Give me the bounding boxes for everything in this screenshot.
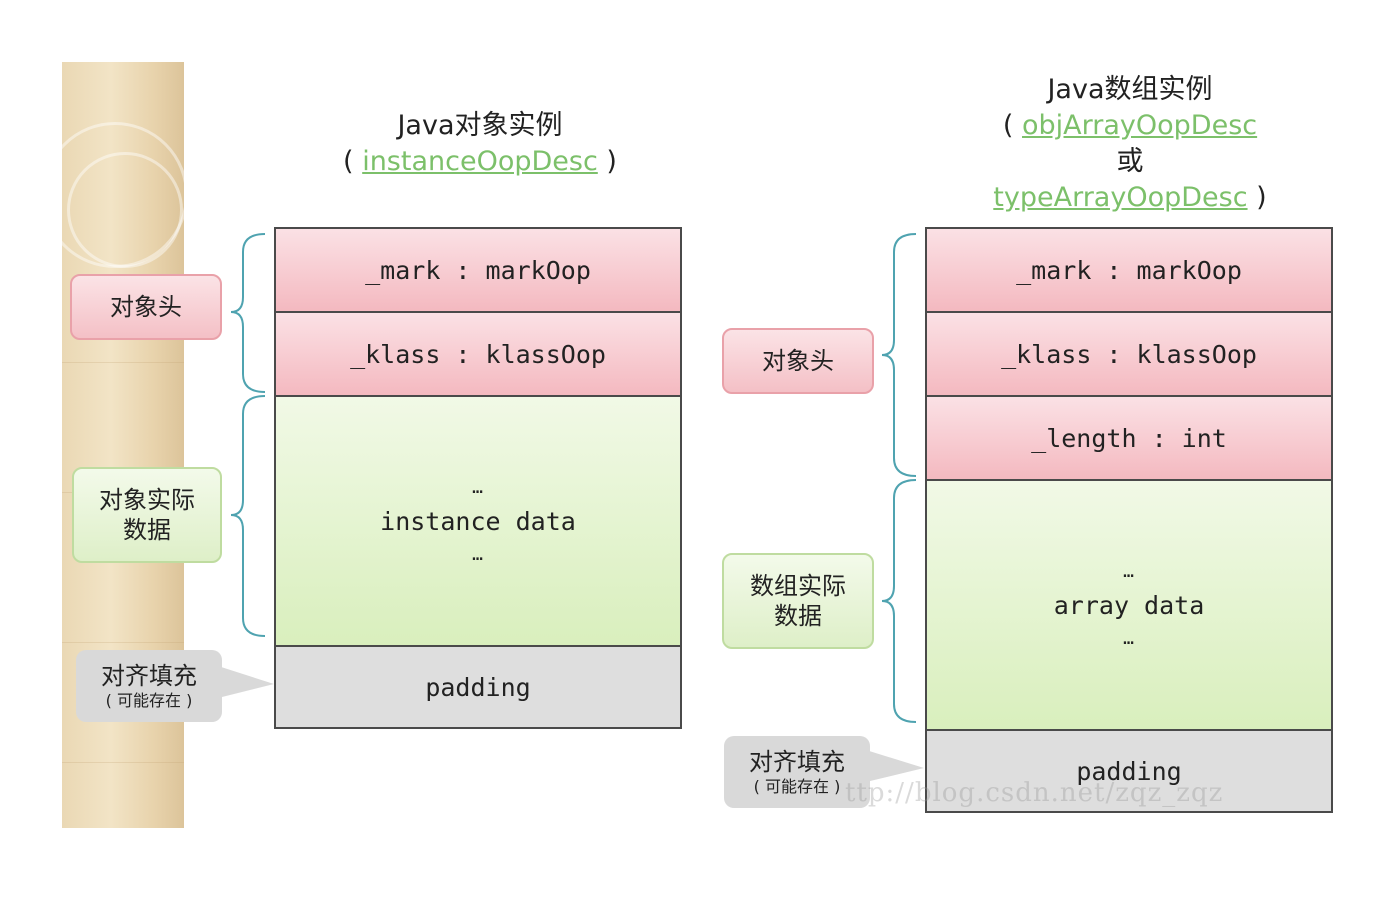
left-header-label: 对象头 <box>70 274 222 340</box>
left-klass-text: _klass : klassOop <box>350 339 606 369</box>
wood-grain <box>62 362 184 363</box>
right-mark-field: _mark : markOop <box>925 227 1333 313</box>
right-length-text: _length : int <box>1031 423 1227 453</box>
right-array-data-block: … array data … <box>925 479 1333 731</box>
wood-grain <box>62 642 184 643</box>
right-padding-text: padding <box>1076 756 1182 786</box>
right-padding-pointer <box>866 750 924 782</box>
right-length-field: _length : int <box>925 395 1333 481</box>
left-data-label-line1: 对象实际 <box>99 486 195 514</box>
paren-open: ( <box>1002 110 1014 141</box>
ellipsis-top: … <box>1123 560 1135 582</box>
instance-oop-desc-link[interactable]: instanceOopDesc <box>362 146 598 177</box>
left-header-label-text: 对象头 <box>110 293 182 321</box>
left-title: Java对象实例 ( instanceOopDesc ) <box>300 108 660 180</box>
right-header-label-text: 对象头 <box>762 347 834 375</box>
right-data-label-line1: 数组实际 <box>750 572 846 600</box>
left-padding-label-text: 对齐填充 <box>101 662 197 690</box>
right-mark-text: _mark : markOop <box>1016 255 1242 285</box>
left-padding-label-sub: ( 可能存在 ) <box>105 691 193 710</box>
ellipsis-bottom: … <box>1123 627 1135 649</box>
watermark-text: ttp://blog.csdn.net/zqz_zqz <box>845 778 1224 808</box>
left-padding-block: padding <box>274 645 682 729</box>
left-title-subline: ( instanceOopDesc ) <box>300 144 660 180</box>
left-padding-label: 对齐填充 ( 可能存在 ) <box>76 650 222 722</box>
paren-open: ( <box>343 146 354 177</box>
instance-data-text: instance data <box>380 506 576 536</box>
left-mark-text: _mark : markOop <box>365 255 591 285</box>
left-data-label-line2: 数据 <box>123 516 171 544</box>
array-data-text: array data <box>1053 590 1205 620</box>
left-padding-text: padding <box>425 672 531 702</box>
right-klass-field: _klass : klassOop <box>925 311 1333 397</box>
type-array-oop-desc-link[interactable]: typeArrayOopDesc <box>993 182 1248 213</box>
left-klass-field: _klass : klassOop <box>274 311 682 397</box>
right-padding-label: 对齐填充 ( 可能存在 ) <box>724 736 870 808</box>
right-padding-label-text: 对齐填充 <box>749 748 845 776</box>
left-title-text: Java对象实例 <box>397 110 563 141</box>
right-data-brace <box>881 479 917 723</box>
left-mark-field: _mark : markOop <box>274 227 682 313</box>
right-header-label: 对象头 <box>722 328 874 394</box>
left-instance-data-block: … instance data … <box>274 395 682 647</box>
right-title-subline2: typeArrayOopDesc ) <box>940 180 1320 216</box>
decorative-ring <box>67 152 183 268</box>
right-title-text: Java数组实例 <box>1047 74 1213 105</box>
right-data-label: 数组实际 数据 <box>722 553 874 649</box>
left-padding-pointer <box>218 666 274 698</box>
obj-array-oop-desc-link[interactable]: objArrayOopDesc <box>1022 110 1258 141</box>
right-title-subline1: ( objArrayOopDesc <box>940 108 1320 144</box>
ellipsis-top: … <box>472 476 484 498</box>
left-data-brace <box>230 395 266 637</box>
wood-grain <box>62 762 184 763</box>
right-header-brace <box>881 233 917 477</box>
right-klass-text: _klass : klassOop <box>1001 339 1257 369</box>
left-header-brace <box>230 233 266 393</box>
right-padding-block: padding <box>925 729 1333 813</box>
paren-close: ) <box>606 146 617 177</box>
right-title: Java数组实例 ( objArrayOopDesc 或 typeArrayOo… <box>940 72 1320 216</box>
right-padding-label-sub: ( 可能存在 ) <box>753 777 841 796</box>
right-title-or: 或 <box>1116 146 1144 177</box>
ellipsis-bottom: … <box>472 543 484 565</box>
right-data-label-line2: 数据 <box>774 602 822 630</box>
left-data-label: 对象实际 数据 <box>72 467 222 563</box>
paren-close: ) <box>1256 182 1267 213</box>
